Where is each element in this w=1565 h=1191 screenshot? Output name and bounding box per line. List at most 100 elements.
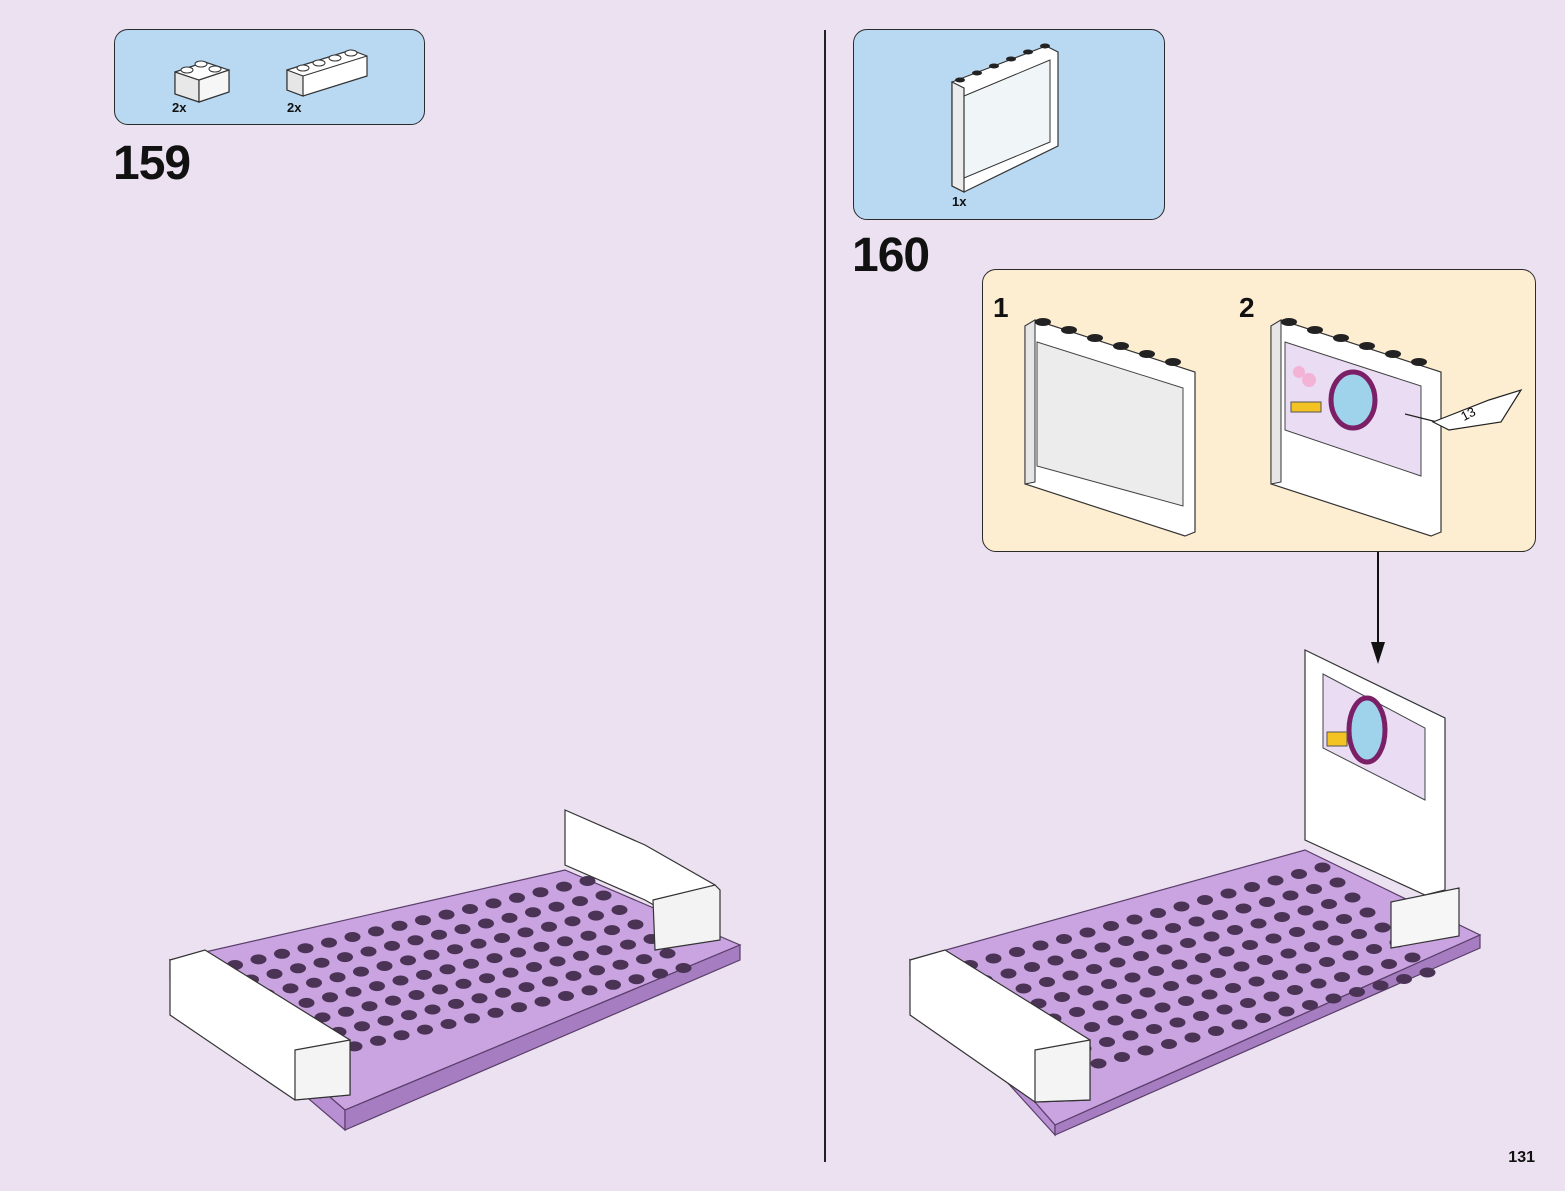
plate-stud	[1314, 862, 1331, 873]
plate-stud	[369, 981, 385, 992]
plate-stud	[558, 991, 574, 1001]
plate-stud	[1118, 936, 1134, 946]
plate-stud	[1242, 940, 1258, 950]
plate-stud	[511, 1002, 527, 1013]
plate-stud	[478, 918, 494, 929]
plate-stud	[1146, 1024, 1162, 1034]
plate-stud	[1291, 869, 1307, 879]
plate-stud	[1342, 950, 1359, 961]
plate-stud	[439, 964, 456, 975]
plate-stud	[542, 976, 558, 987]
plate-stud	[557, 936, 573, 947]
plate-stud	[385, 995, 401, 1006]
sticker-number: 13	[1458, 404, 1478, 424]
plate-stud	[1274, 912, 1290, 922]
plate-stud	[470, 938, 487, 949]
plate-stud	[377, 1015, 394, 1026]
plate-stud	[1263, 991, 1280, 1002]
plate-stud	[556, 881, 572, 892]
plate-stud	[462, 904, 478, 914]
plate-stud	[313, 957, 330, 968]
plate-stud	[1233, 961, 1250, 972]
plate-stud	[1216, 1004, 1233, 1015]
plate-stud	[1344, 892, 1361, 903]
plate-stud	[604, 925, 620, 936]
plate-stud	[1056, 934, 1072, 944]
model-step-159	[168, 809, 742, 1132]
plate-stud	[1124, 972, 1141, 983]
plate-stud	[1079, 927, 1096, 938]
plate-stud	[1126, 914, 1143, 925]
plate-stud	[440, 1019, 457, 1029]
page-divider	[824, 30, 826, 1162]
plate-stud	[611, 905, 628, 915]
plate-stud	[1188, 916, 1205, 927]
plate-stud	[361, 1001, 378, 1012]
plate-stud	[1133, 951, 1149, 961]
plate-stud	[471, 993, 488, 1004]
plate-stud	[447, 944, 463, 955]
plate-stud	[344, 932, 361, 942]
plate-stud	[1334, 972, 1350, 982]
plate-stud	[370, 1035, 386, 1046]
plate-stud	[1054, 992, 1070, 1002]
plate-stud	[627, 919, 644, 930]
plate-stud	[1218, 946, 1235, 957]
plate-stud	[1321, 899, 1337, 909]
plate-stud	[1359, 907, 1376, 918]
plate-stud	[407, 935, 424, 946]
plate-stud	[424, 1004, 441, 1015]
plate-stud	[659, 948, 676, 959]
plate-stud	[448, 998, 464, 1009]
plate-stud	[408, 990, 425, 1000]
brick-1x4-icon	[286, 49, 368, 97]
plate-stud	[345, 986, 362, 997]
plate-stud	[1404, 952, 1421, 963]
plate-stud	[1109, 957, 1126, 968]
plate-stud	[1103, 921, 1119, 931]
plate-stud	[1310, 978, 1327, 989]
plate-stud	[1069, 1007, 1085, 1017]
plate-stud	[353, 966, 369, 977]
plate-stud	[1009, 947, 1025, 957]
plate-stud	[532, 887, 549, 898]
plate-stud	[620, 939, 636, 950]
plate-stud	[1092, 1000, 1109, 1011]
plate-stud	[417, 1024, 433, 1035]
plate-stud	[1156, 944, 1173, 955]
plate-stud	[455, 978, 472, 989]
plate-stud	[549, 956, 566, 967]
plate-stud	[1169, 1017, 1186, 1028]
plate-stud	[250, 954, 267, 965]
plate-stud	[1351, 929, 1367, 939]
plate-stud	[392, 975, 409, 986]
plate-stud	[579, 876, 596, 886]
plate-stud	[517, 927, 534, 938]
plate-stud	[534, 996, 551, 1007]
plate-stud	[1148, 966, 1164, 976]
plate-stud	[266, 968, 283, 979]
plate-stud	[290, 963, 306, 974]
plate-stud	[1265, 933, 1282, 944]
plate-stud	[337, 952, 353, 963]
plate-stud	[1267, 875, 1284, 886]
plate-stud	[596, 945, 613, 956]
plate-stud	[1090, 1058, 1107, 1069]
plate-stud	[1357, 965, 1374, 976]
plate-stud	[1325, 993, 1342, 1004]
plate-stud	[1319, 957, 1335, 967]
plate-stud	[1210, 968, 1226, 978]
plate-stud	[541, 921, 557, 932]
plate-stud	[391, 920, 408, 931]
part-quantity: 2x	[172, 100, 187, 115]
plate-stud	[431, 929, 447, 940]
corner-brick-icon	[174, 60, 230, 103]
step-number: 160	[852, 229, 930, 282]
plate-stud	[282, 983, 299, 994]
part-quantity: 2x	[287, 100, 302, 115]
plate-stud	[1116, 994, 1132, 1004]
plate-stud	[1180, 938, 1196, 948]
plate-stud	[518, 982, 535, 993]
plate-stud	[486, 953, 503, 964]
plate-stud	[1295, 963, 1312, 974]
